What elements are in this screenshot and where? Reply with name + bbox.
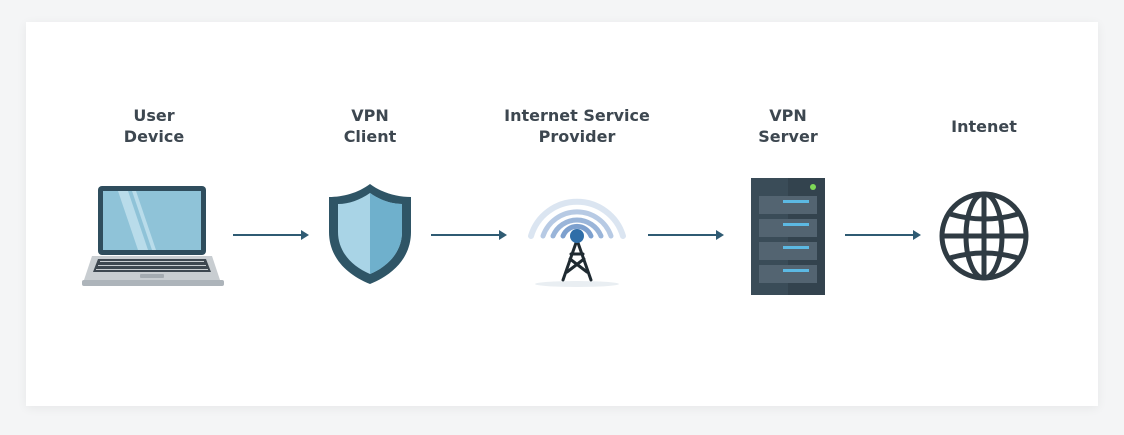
label-user-device-line1: User bbox=[133, 106, 175, 125]
label-vpn-client-line1: VPN bbox=[351, 106, 389, 125]
label-vpn-client: VPN Client bbox=[260, 105, 480, 147]
diagram-card: User Device VPN Client Internet Service … bbox=[26, 22, 1098, 406]
label-isp: Internet Service Provider bbox=[467, 105, 687, 147]
arrow-isp-to-server bbox=[648, 230, 724, 240]
label-vpn-server-line2: Server bbox=[758, 127, 818, 146]
arrow-server-to-internet bbox=[845, 230, 921, 240]
antenna-tower-icon bbox=[528, 198, 626, 287]
label-vpn-client-line2: Client bbox=[343, 127, 397, 146]
arrow-device-to-client bbox=[233, 230, 309, 240]
server-icon bbox=[751, 178, 825, 295]
shield-icon bbox=[329, 184, 411, 284]
label-isp-line1: Internet Service bbox=[504, 106, 650, 125]
label-user-device: User Device bbox=[44, 105, 264, 147]
arrow-client-to-isp bbox=[431, 230, 507, 240]
label-isp-line2: Provider bbox=[538, 127, 616, 146]
globe-icon bbox=[939, 191, 1029, 281]
label-vpn-server: VPN Server bbox=[678, 105, 898, 147]
label-internet: Intenet bbox=[874, 116, 1094, 137]
label-user-device-line2: Device bbox=[123, 127, 185, 146]
label-vpn-server-line1: VPN bbox=[769, 106, 807, 125]
label-internet-line1: Intenet bbox=[951, 117, 1017, 136]
laptop-icon bbox=[82, 186, 224, 286]
